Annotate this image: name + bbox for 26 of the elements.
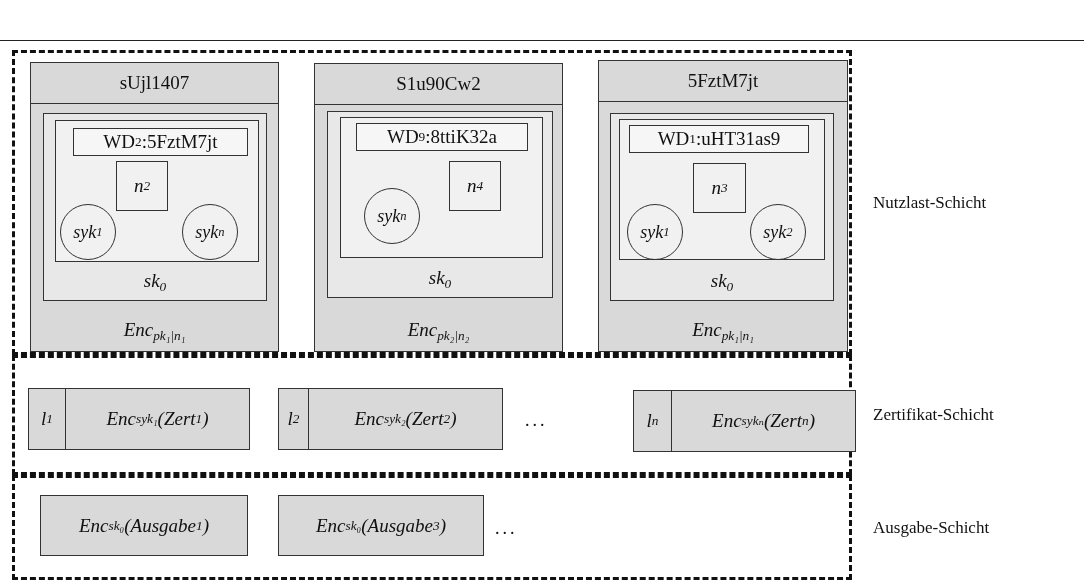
key-label: sk$_{0}$ xyxy=(142,270,168,292)
encryption-label: Enc$_{pk₁|n₁}$ xyxy=(122,319,187,341)
certificate-box xyxy=(633,390,856,452)
packet-box xyxy=(314,63,563,352)
packet-header: 5FztM7jt xyxy=(599,61,847,102)
packet-header: S1u90Cw2 xyxy=(315,64,562,105)
ellipsis: ... xyxy=(525,410,548,431)
key-label: sk$_{0}$ xyxy=(709,270,735,292)
inner-box xyxy=(619,119,825,260)
inner-box xyxy=(340,117,543,258)
certificate-box xyxy=(28,388,250,450)
encryption-label: Enc$_{pk₁|n₁}$ xyxy=(691,319,755,341)
layer-label: Nutzlast-Schicht xyxy=(873,192,987,213)
key-box xyxy=(43,113,267,301)
ellipsis: ... xyxy=(495,518,518,539)
packet-header: sUjl1407 xyxy=(31,63,278,104)
packet-box xyxy=(598,60,848,352)
certificate-box xyxy=(278,388,503,450)
layer-label: Ausgabe-Schicht xyxy=(873,517,990,538)
key-label: sk$_{0}$ xyxy=(427,267,453,289)
encryption-label: Enc$_{pk₂|n₂}$ xyxy=(406,319,471,341)
packet-box xyxy=(30,62,279,352)
key-box xyxy=(327,111,553,298)
inner-box xyxy=(55,120,259,262)
key-box xyxy=(610,113,834,301)
layer-label: Zertifikat-Schicht xyxy=(873,405,994,425)
